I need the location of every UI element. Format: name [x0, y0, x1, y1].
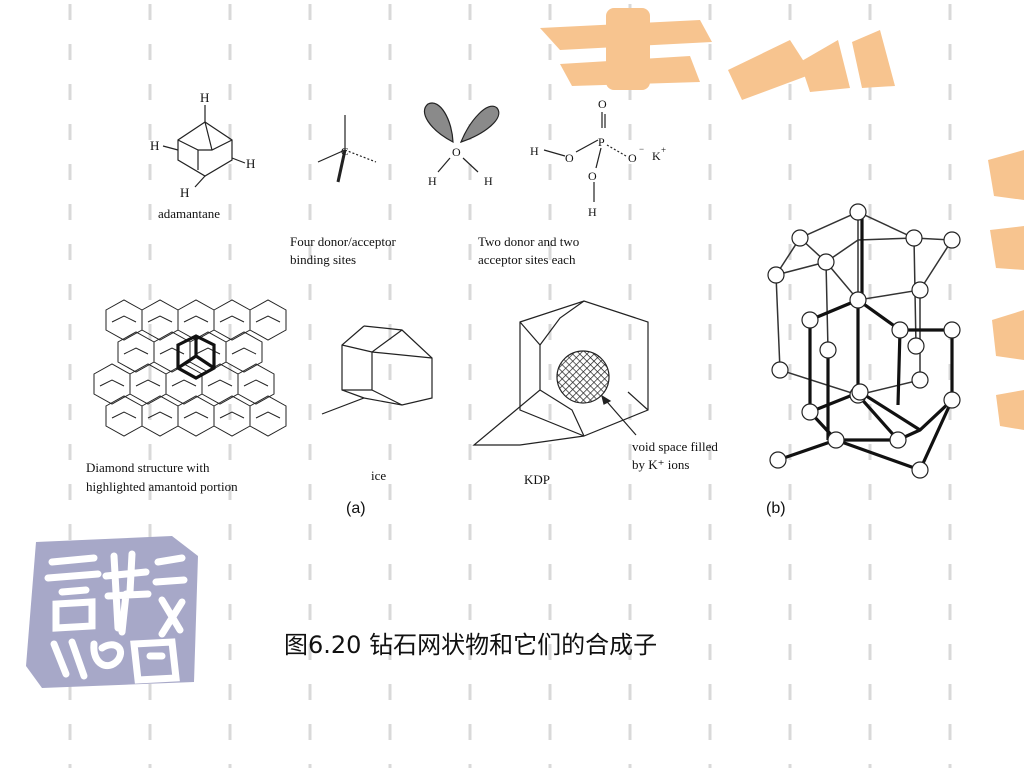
water-o-label: O	[452, 145, 461, 159]
lattice-cell	[105, 395, 143, 437]
atom-sphere	[905, 229, 923, 247]
lattice-cell	[177, 299, 215, 341]
label-diamond-line2: highlighted amantoid portion	[86, 479, 238, 494]
kdp-framework	[472, 300, 649, 446]
label-two-sites-line1: Two donor and two	[478, 234, 580, 249]
label-ice: ice	[371, 468, 387, 483]
seal-logo	[26, 536, 198, 688]
diamond-lattice	[93, 299, 287, 437]
adamantane-h-top: H	[200, 90, 209, 105]
label-adamantane: adamantane	[158, 206, 221, 221]
ice-structure	[321, 325, 433, 415]
atom-sphere	[943, 391, 961, 409]
water-molecule	[423, 102, 500, 173]
lattice-cell	[213, 299, 251, 341]
lattice-cell	[237, 363, 275, 405]
panel-label-a: (a)	[346, 500, 366, 517]
atom-sphere	[769, 451, 787, 469]
atom-sphere	[911, 461, 929, 479]
lattice-cell	[129, 363, 167, 405]
label-void-line2: by K⁺ ions	[632, 457, 690, 472]
lattice-cell	[249, 395, 287, 437]
atom-sphere	[891, 321, 909, 339]
label-void-line1: void space filled	[632, 439, 718, 454]
atom-sphere	[801, 403, 819, 421]
lattice-cell	[177, 395, 215, 437]
atom-sphere	[849, 203, 867, 221]
highlighted-amantoid	[176, 334, 216, 380]
svg-text:O: O	[598, 97, 607, 111]
figure-caption: 图6.20 钻石网状物和它们的合成子	[284, 631, 658, 659]
lattice-cell	[105, 299, 143, 341]
svg-text:O: O	[565, 151, 574, 165]
water-h-right: H	[484, 174, 493, 188]
label-two-sites-line2: acceptor sites each	[478, 252, 576, 267]
adamantane-h-bottom: H	[180, 185, 189, 200]
svg-text:K: K	[652, 149, 661, 163]
atom-sphere	[791, 229, 809, 247]
lattice-cell	[117, 331, 155, 373]
lattice-cell	[213, 395, 251, 437]
svg-text:O: O	[588, 169, 597, 183]
atom-sphere	[943, 321, 961, 339]
label-four-sites-line1: Four donor/acceptor	[290, 234, 396, 249]
lattice-cell	[141, 299, 179, 341]
panel-label-b: (b)	[766, 500, 786, 517]
atom-sphere	[907, 337, 925, 355]
adamantane-structure	[162, 105, 246, 188]
atom-sphere	[817, 253, 835, 271]
adamantane-h-left: H	[150, 138, 159, 153]
atom-sphere	[819, 341, 837, 359]
atom-sphere	[889, 431, 907, 449]
adamantane-h-right: H	[246, 156, 255, 171]
svg-text:H: H	[530, 144, 539, 158]
atom-sphere	[849, 291, 867, 309]
dashed-grid-decoration	[68, 4, 952, 768]
lattice-cell	[225, 331, 263, 373]
label-diamond-line1: Diamond structure with	[86, 460, 210, 475]
svg-text:H: H	[588, 205, 597, 219]
lattice-cell	[141, 395, 179, 437]
lattice-cell	[249, 299, 287, 341]
svg-text:−: −	[639, 144, 644, 154]
label-kdp: KDP	[524, 472, 551, 487]
atom-sphere	[771, 361, 789, 379]
lattice-cell	[153, 331, 191, 373]
label-four-sites-line2: binding sites	[290, 252, 357, 267]
orange-watermark	[540, 8, 1024, 430]
carbon-atom-label: C	[341, 146, 348, 158]
kdp-molecule	[543, 112, 627, 202]
atom-sphere	[851, 383, 869, 401]
svg-text:P: P	[598, 135, 605, 149]
svg-text:O: O	[628, 151, 637, 165]
atom-sphere	[827, 431, 845, 449]
atom-sphere	[911, 371, 929, 389]
atom-sphere	[943, 231, 961, 249]
svg-text:+: +	[661, 145, 666, 155]
water-h-left: H	[428, 174, 437, 188]
atom-sphere	[911, 281, 929, 299]
tetrahedral-carbon	[317, 115, 377, 183]
atom-sphere	[801, 311, 819, 329]
lattice-cell	[93, 363, 131, 405]
atom-sphere	[767, 266, 785, 284]
ball-stick-diamond	[767, 203, 961, 479]
